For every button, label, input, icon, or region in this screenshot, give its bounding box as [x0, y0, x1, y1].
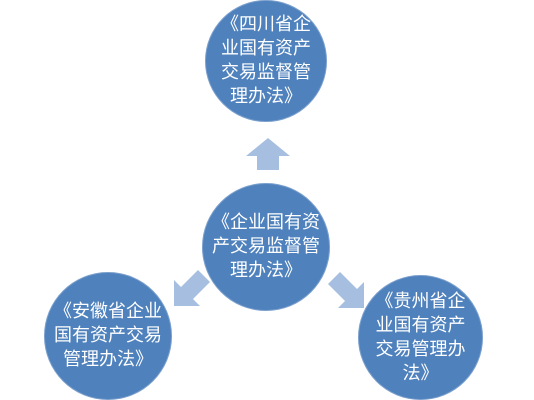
- node-right-label: 《贵州省企业国有资产交易管理办法》: [375, 290, 466, 384]
- node-top: 《四川省企业国有资产交易监督管理办法》: [205, 0, 327, 122]
- down-left-arrow-icon: [174, 270, 210, 306]
- node-right: 《贵州省企业国有资产交易管理办法》: [358, 275, 483, 400]
- down-right-arrow-icon: [328, 272, 364, 308]
- up-arrow-icon: [246, 138, 290, 170]
- node-left: 《安徽省企业国有资产交易管理办法》: [44, 272, 172, 400]
- node-center-label: 《企业国有资产交易监督管理办法》: [212, 212, 320, 281]
- node-center: 《企业国有资产交易监督管理办法》: [202, 183, 330, 311]
- node-left-label: 《安徽省企业国有资产交易管理办法》: [54, 301, 162, 370]
- node-top-label: 《四川省企业国有资产交易监督管理办法》: [221, 14, 311, 107]
